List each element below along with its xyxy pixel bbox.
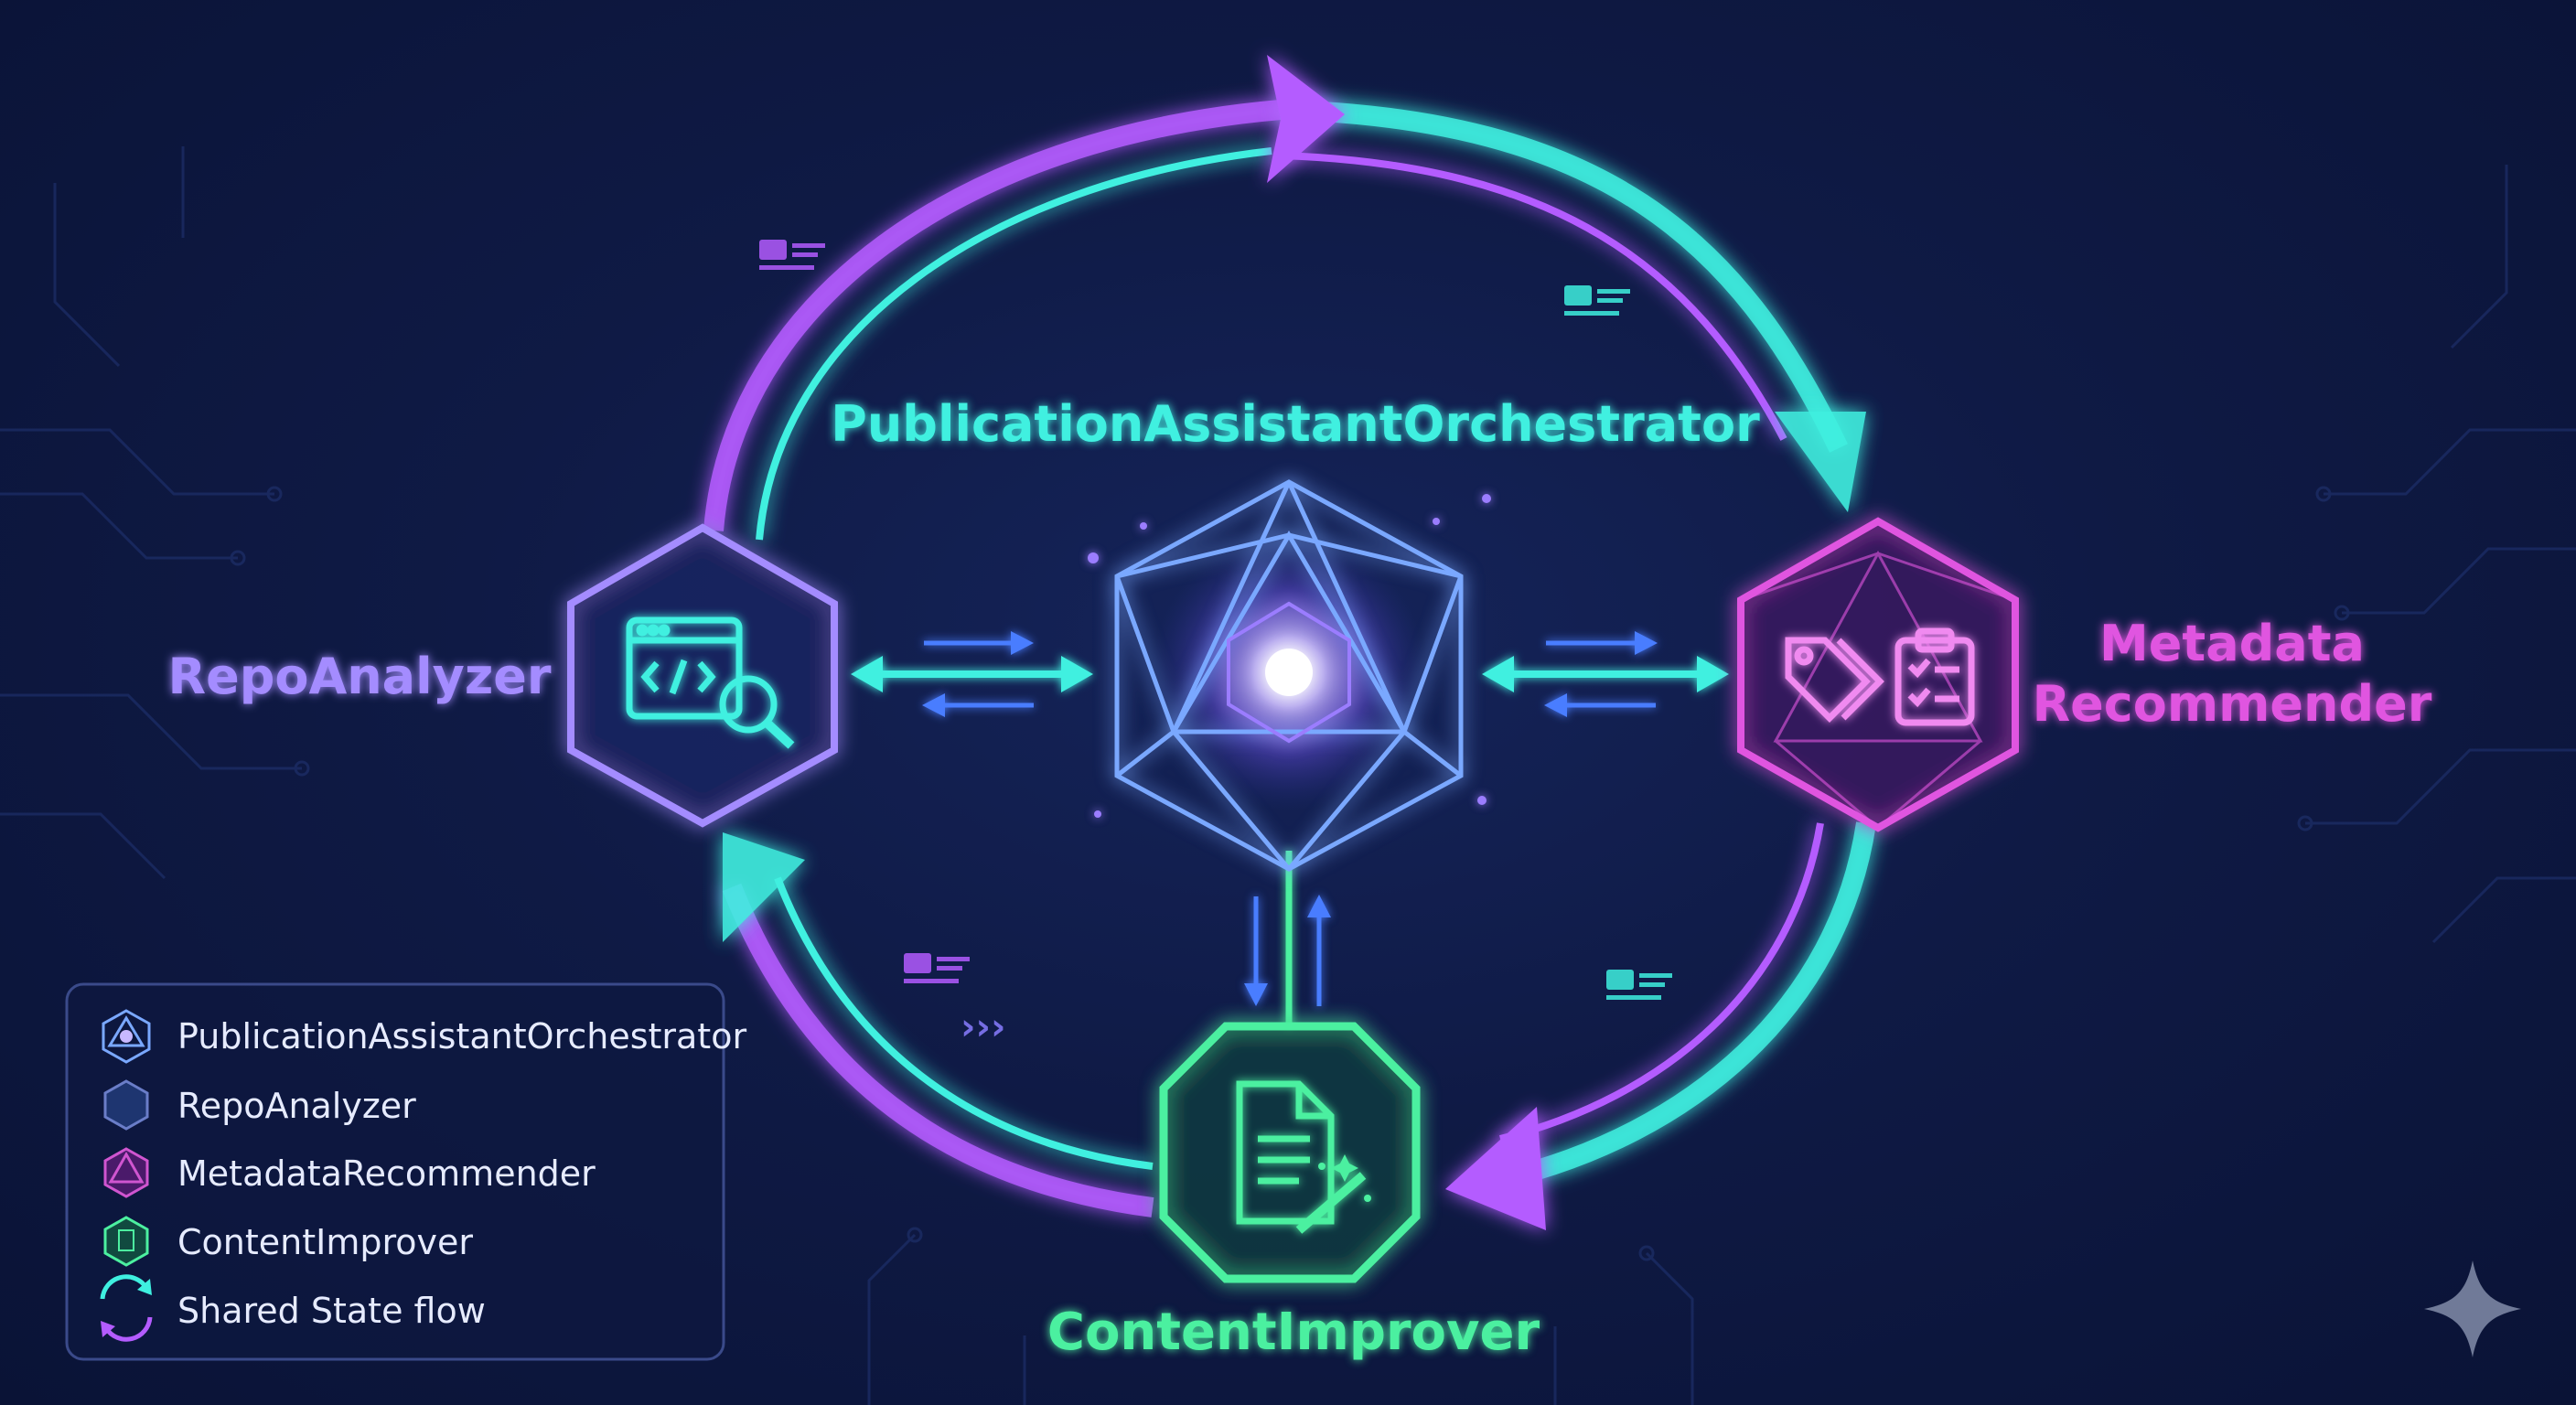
- document-hexagon-icon: [103, 1216, 149, 1267]
- arrowhead-bottom-right: [1445, 1107, 1546, 1230]
- arc-metadata-to-content: [1497, 821, 1876, 1190]
- arrowhead-top: [1267, 55, 1345, 183]
- connector-orchestrator-metadata: [1482, 631, 1729, 717]
- code-window-search-icon: [626, 617, 795, 749]
- connector-repo-orchestrator: [851, 631, 1093, 717]
- legend: PublicationAssistantOrchestrator RepoAna…: [65, 982, 746, 1361]
- content-improver-label: ContentImprover: [1047, 1303, 1540, 1362]
- legend-label: PublicationAssistantOrchestrator: [177, 1016, 746, 1056]
- icosahedron-core-icon: [1114, 479, 1464, 872]
- metadata-recommender-label-line2: Recommender: [2033, 675, 2432, 733]
- legend-label: Shared State flow: [177, 1291, 486, 1331]
- hexagon-icon: [103, 1079, 149, 1131]
- sparkle-star-icon: [2424, 1260, 2521, 1357]
- legend-item-metadata: MetadataRecommender: [103, 1147, 596, 1198]
- legend-box: [65, 982, 725, 1361]
- arc-repo-to-metadata: [703, 100, 1848, 541]
- svg-text:›››: ›››: [961, 1006, 1005, 1048]
- arrowhead-bottom-left: [723, 832, 805, 942]
- metadata-recommender-label-line1: Metadata: [2099, 615, 2365, 672]
- tag-clipboard-icon: [1785, 627, 1975, 726]
- legend-item-shared-state: Shared State flow: [100, 1274, 486, 1342]
- repo-analyzer-node[interactable]: [567, 523, 838, 828]
- cycle-arrows-icon: [100, 1274, 153, 1342]
- orchestrator-label: PublicationAssistantOrchestrator: [831, 395, 1760, 453]
- metadata-recommender-node[interactable]: [1737, 517, 2019, 832]
- legend-item-repo: RepoAnalyzer: [103, 1079, 416, 1131]
- connector-orchestrator-content: [1244, 851, 1331, 1029]
- sparkle-dots: [1088, 494, 1491, 818]
- circuit-background: [0, 146, 2576, 1405]
- legend-label: ContentImprover: [177, 1222, 473, 1262]
- document-magic-wand-icon: [1236, 1080, 1371, 1234]
- arc-content-to-repo: [722, 876, 1154, 1217]
- repo-analyzer-label: RepoAnalyzer: [167, 648, 551, 705]
- icosahedron-icon: [102, 1009, 151, 1064]
- data-packet-icons: ›››: [759, 240, 1672, 1048]
- legend-item-content: ContentImprover: [103, 1216, 473, 1267]
- legend-item-orchestrator: PublicationAssistantOrchestrator: [102, 1009, 746, 1064]
- arrowhead-right: [1775, 412, 1866, 512]
- orchestrator-node[interactable]: [1114, 479, 1464, 872]
- hexagon-icosahedron-icon: [103, 1147, 149, 1198]
- legend-label: RepoAnalyzer: [177, 1086, 416, 1126]
- legend-label: MetadataRecommender: [177, 1153, 596, 1194]
- content-improver-node[interactable]: [1159, 1022, 1421, 1283]
